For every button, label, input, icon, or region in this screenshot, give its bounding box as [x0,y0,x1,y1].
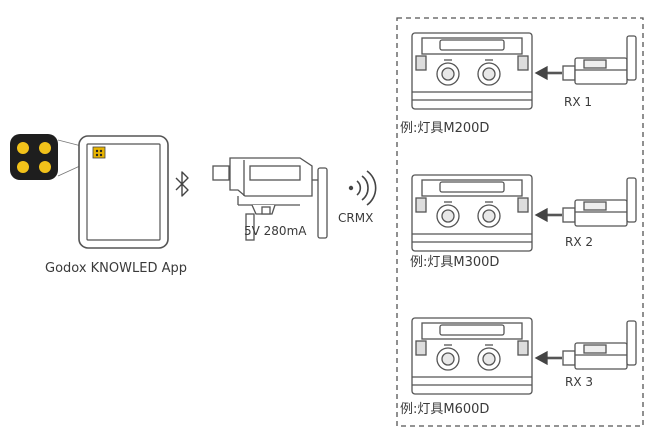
app-label: Godox KNOWLED App [45,261,187,276]
tablet-device [78,135,169,249]
light-row-3 [411,317,637,395]
receiver-label-1: RX 1 [564,95,593,109]
power-spec-label: 5V 280mA [244,224,307,238]
receiver-label-2: RX 2 [565,235,594,249]
light-row-1 [411,32,637,110]
transmitter-device [212,157,328,241]
light-name-1: 例:灯具M200D [400,121,490,136]
light-fixture-2 [411,174,533,252]
bluetooth-icon [175,171,189,197]
light-fixture-3 [411,317,533,395]
arrow-left-icon [534,207,562,223]
arrow-left-icon [534,350,562,366]
light-row-2 [411,174,637,252]
light-group-frame [396,17,644,427]
receiver-label-3: RX 3 [565,375,594,389]
light-name-3: 例:灯具M600D [400,402,490,417]
arrow-left-icon [534,65,562,81]
wireless-signal-icon [348,170,377,206]
receiver-device-3 [562,320,637,370]
light-rows [411,32,637,395]
receiver-device-2 [562,177,637,227]
light-name-2: 例:灯具M300D [410,255,500,270]
app-icon [10,134,58,180]
protocol-label: CRMX [338,211,374,225]
light-fixture-1 [411,32,533,110]
receiver-device-1 [562,35,637,85]
